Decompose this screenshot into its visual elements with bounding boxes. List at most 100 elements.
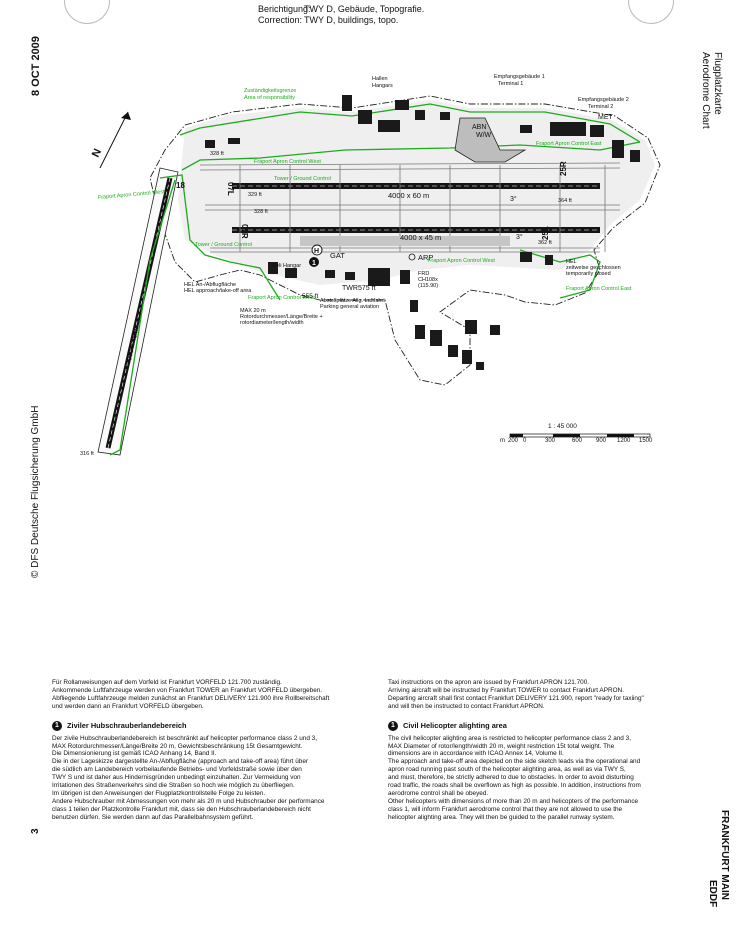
label-hangars: Hangars bbox=[372, 83, 393, 89]
en-body-9: Other helicopters with dimensions of mor… bbox=[388, 797, 639, 805]
en-body-5: apron road running past south of the hel… bbox=[388, 766, 626, 774]
label-elev-316: 316 ft bbox=[80, 451, 94, 457]
label-max-1: MAX 20 m bbox=[240, 308, 266, 314]
en-body-7: road traffic, the roads shall be overflo… bbox=[388, 782, 641, 790]
label-rwy-07R: 07R bbox=[240, 224, 249, 239]
correction-note: Berichtigung:TWY D, Gebäude, Topografie.… bbox=[258, 4, 424, 26]
label-gat: GAT bbox=[330, 251, 345, 260]
arp-icon bbox=[408, 253, 416, 261]
label-ww: W/W bbox=[476, 132, 492, 139]
de-body-7: Irritationen des Straßenverkehrs sind di… bbox=[52, 782, 295, 790]
label-terminal2-de: Empfangsgebäude 2 bbox=[578, 97, 629, 103]
label-responsibility-de: Zuständigkeitsgrenze bbox=[244, 88, 296, 94]
correction-de-label: Berichtigung: bbox=[258, 4, 311, 14]
de-body-4: Die in der Lageskizze dargestellte An-/A… bbox=[52, 758, 309, 766]
label-frd-chan: CH108x bbox=[418, 277, 438, 283]
scale-tick-0: 200 bbox=[508, 438, 519, 444]
label-var-3b: 3° bbox=[516, 233, 523, 241]
scale-unit: m bbox=[500, 438, 505, 444]
scale-tick-6: 1500 bbox=[639, 438, 653, 444]
de-intro-2: Ankommende Luftfahrzeuge werden von Fran… bbox=[52, 686, 323, 694]
green-boundary-east bbox=[519, 249, 601, 299]
en-intro-1: Taxi instructions on the apron are issue… bbox=[388, 679, 590, 686]
label-terminal2-en: Terminal 2 bbox=[588, 104, 613, 110]
scale-tick-4: 900 bbox=[596, 438, 607, 444]
label-heli-hangar: Heli Hangar bbox=[272, 263, 301, 269]
label-terminal1-en: Terminal 1 bbox=[498, 81, 523, 87]
en-section-number: 1 bbox=[388, 720, 398, 731]
de-body-1: Der zivile Hubschrauberlandebereich ist … bbox=[52, 734, 317, 742]
runway-18 bbox=[105, 177, 173, 449]
label-fraport-west-mid: Fraport Apron Control West bbox=[98, 189, 166, 201]
label-fraport-east-low: Fraport Apron Control East bbox=[566, 286, 632, 292]
label-fraport-west-hel: Fraport Apron Control West bbox=[248, 295, 315, 301]
responsibility-boundary bbox=[109, 103, 641, 456]
label-responsibility-en: Area of responsibility bbox=[244, 95, 295, 101]
label-elev-328b: 328 ft bbox=[210, 151, 224, 157]
label-rwy-south-dims: 4000 x 45 m bbox=[400, 233, 441, 242]
scale-tick-5: 1200 bbox=[617, 438, 631, 444]
label-var-3a: 3° bbox=[510, 195, 517, 203]
label-abn: ABN bbox=[472, 124, 486, 131]
terminal-1 bbox=[454, 117, 527, 163]
correction-en-label: Correction: bbox=[258, 15, 303, 25]
label-elev-364: 364 ft bbox=[558, 198, 572, 204]
label-rwy-25L: 25L bbox=[541, 226, 550, 240]
label-frd-freq: (115.90) bbox=[418, 283, 438, 289]
correction-de-text: TWY D, Gebäude, Topografie. bbox=[304, 4, 425, 14]
de-body-8: Im übrigen ist den Anweisungen der Flugp… bbox=[52, 789, 266, 797]
aerodrome-map: N Zuständigkeitsgrenze Area of responsib… bbox=[80, 74, 661, 457]
label-arp: ARP bbox=[418, 253, 433, 262]
de-intro-3: Abfliegende Luftfahrzeuge melden zunächs… bbox=[52, 694, 330, 702]
label-hel-closed-2: zeitweise geschlossen bbox=[566, 265, 621, 271]
north-arrow: N bbox=[90, 111, 131, 169]
de-body-5: die südlich am Landebereich vorbeilaufen… bbox=[52, 766, 302, 774]
label-max-3: rotordiameter/length/width bbox=[240, 320, 304, 326]
aerodrome-boundary bbox=[149, 95, 661, 386]
label-fraport-west-low: Fraport Apron Control West bbox=[428, 258, 495, 264]
en-intro-3: Departing aircraft shall first contact F… bbox=[388, 694, 644, 702]
de-intro-1: Für Rollanweisungen auf dem Vorfeld ist … bbox=[52, 679, 282, 686]
en-body-11: helicopter alighting area. They will the… bbox=[388, 813, 615, 821]
en-body-3: dimensions are in accordance with ICAO A… bbox=[388, 750, 564, 758]
label-frd: FRD bbox=[418, 271, 429, 277]
label-rwy-north-dims: 4000 x 60 m bbox=[388, 191, 429, 200]
en-section-heading: 1 Civil Helicopter alighting area bbox=[388, 720, 710, 731]
note-1-marker-num: 1 bbox=[312, 260, 316, 267]
en-body-2: MAX Diameter of rotor/length/width 20 m,… bbox=[388, 742, 615, 750]
note-1-marker bbox=[309, 257, 319, 267]
label-twr-elev: 575 ft bbox=[358, 285, 376, 292]
heli-pad-icon bbox=[311, 244, 323, 256]
label-elev-329: 329 ft bbox=[248, 192, 262, 198]
en-body-8: aerodrome control shall be obeyed. bbox=[388, 789, 489, 797]
en-body-4: The approach and take-off area depicted … bbox=[388, 758, 641, 766]
correction-en-text: TWY D, buildings, topo. bbox=[304, 15, 399, 25]
label-fraport-east: Fraport Apron Control East bbox=[536, 141, 602, 147]
label-ga-parking-en: Parking general aviation bbox=[320, 304, 379, 310]
scale-tick-2: 300 bbox=[545, 438, 556, 444]
scale-tick-3: 600 bbox=[572, 438, 583, 444]
scale-tick-1: 0 bbox=[523, 438, 527, 444]
de-section-heading: 1 Ziviler Hubschrauberlandebereich bbox=[52, 720, 374, 731]
label-tower-ground-top: Tower / Ground Control bbox=[274, 176, 331, 182]
label-twr: TWR bbox=[342, 285, 358, 292]
de-body-9: Andere Hubschrauber mit Abmessungen von … bbox=[52, 797, 325, 805]
de-intro-4: und werden dann an Frankfurt VORFELD übe… bbox=[52, 702, 204, 710]
en-intro-4: and will then be instructed to contact F… bbox=[388, 702, 545, 710]
label-hel-area-en: HEL approach/take-off area bbox=[184, 288, 252, 294]
label-met: MET bbox=[598, 114, 614, 121]
taxiways bbox=[199, 162, 621, 253]
de-body-2: MAX Rotordurchmesser/Länge/Breite 20 m, … bbox=[52, 742, 303, 750]
de-body-10: class 1 teilen der Platzkontrolle Frankf… bbox=[52, 805, 311, 813]
label-hel-area-de: HEL An-/Abflugfläche bbox=[184, 282, 236, 288]
north-label: N bbox=[90, 147, 104, 159]
buildings-north bbox=[205, 95, 640, 162]
en-intro-2: Arriving aircraft will be instructed by … bbox=[388, 686, 624, 694]
en-body-1: The civil helicopter alighting area is r… bbox=[388, 734, 631, 742]
label-rwy-18: 18 bbox=[176, 181, 185, 190]
label-elev-328: 328 ft bbox=[254, 209, 268, 215]
label-obst-555: 555 ft bbox=[302, 293, 318, 300]
label-tower-ground-mid: Tower / Ground Control bbox=[195, 242, 252, 248]
de-body-3: Die Dimensionierung ist gemäß ICAO Anhan… bbox=[52, 750, 217, 758]
label-fraport-west-top: Fraport Apron Control West bbox=[254, 159, 321, 165]
